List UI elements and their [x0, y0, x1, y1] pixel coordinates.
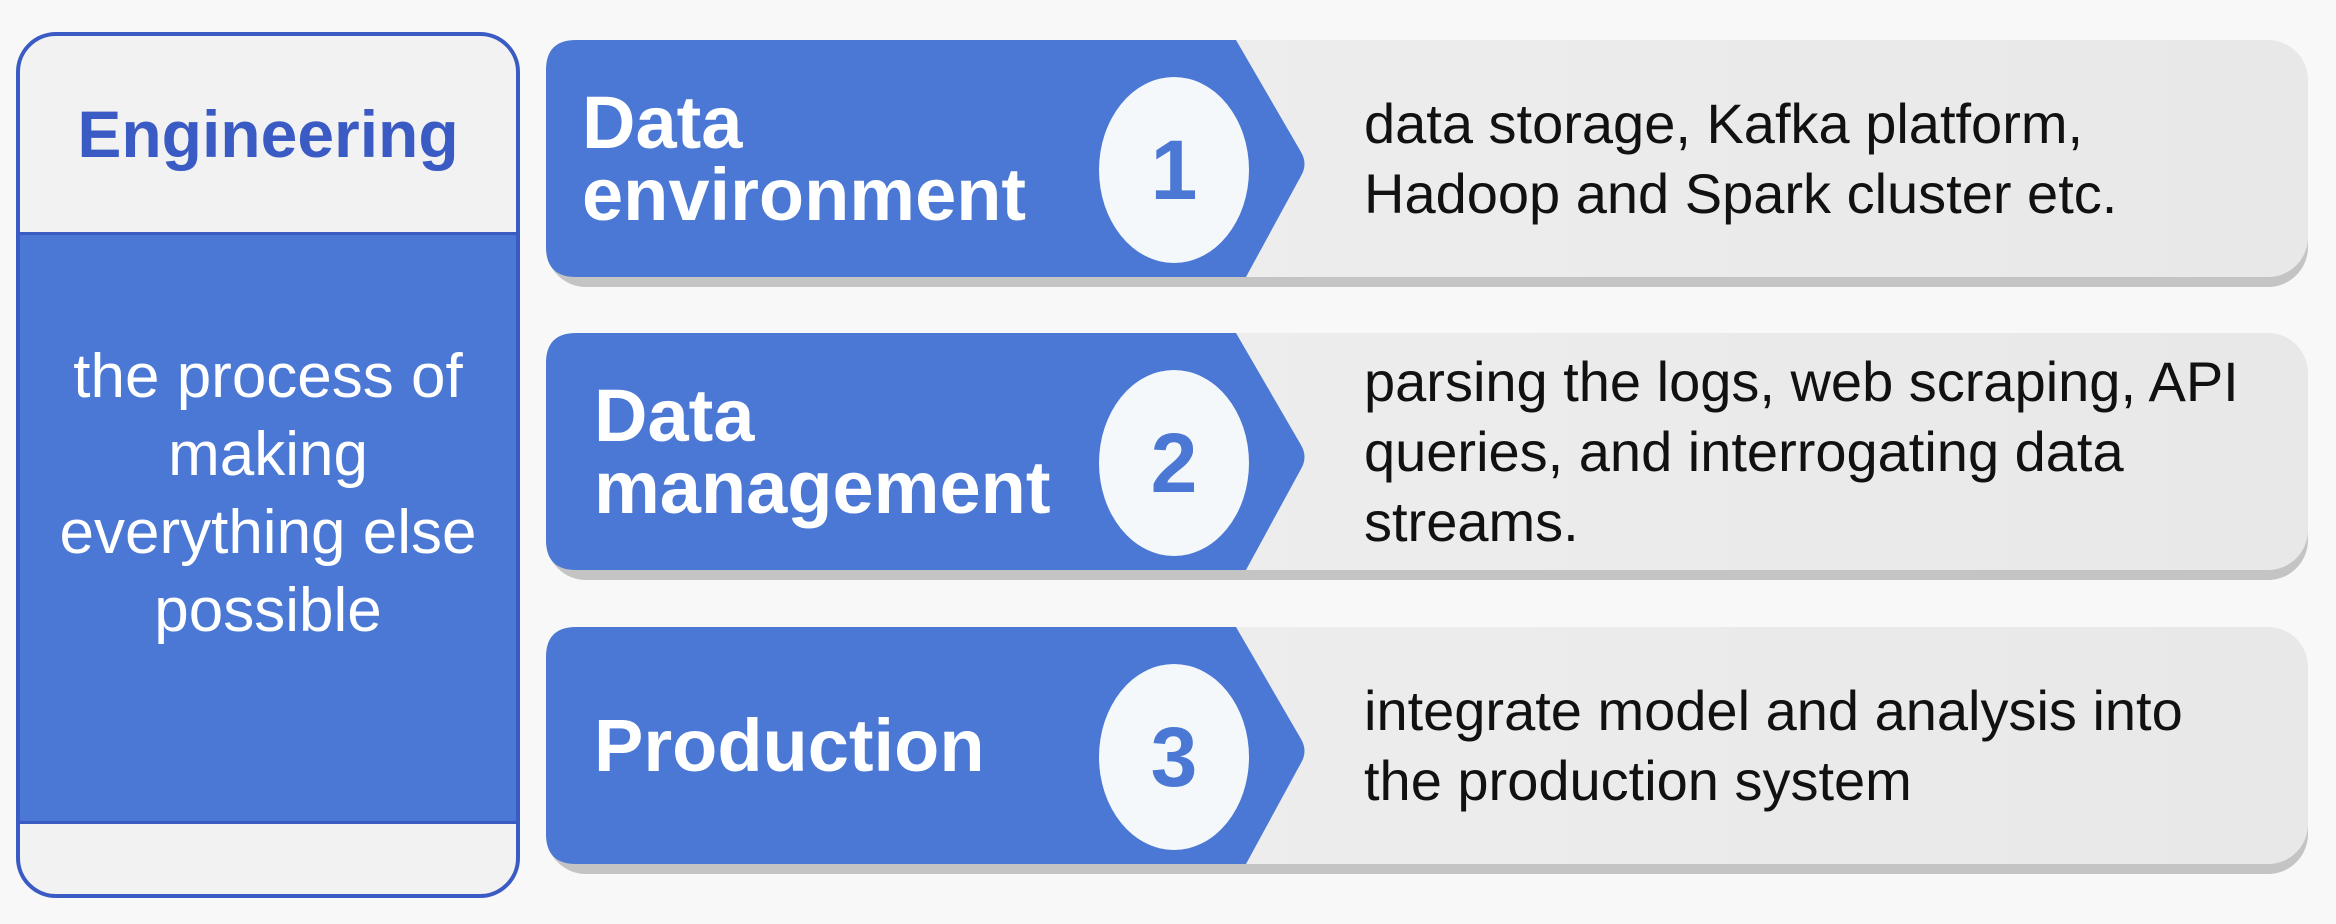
step-label: Data environment — [582, 80, 1027, 236]
step-description: integrate model and analysis into the pr… — [1364, 678, 2183, 812]
step-description: data storage, Kafka platform, Hadoop and… — [1364, 91, 2118, 225]
step-row-3: Production 3 integrate model and analysi… — [546, 627, 2308, 874]
step-label: Production — [594, 703, 985, 787]
step-number-badge: 2 — [1099, 370, 1249, 556]
engineering-card: Engineering the process of making everyt… — [16, 32, 520, 898]
step-row-2: Data management 2 parsing the logs, web … — [546, 333, 2308, 580]
step-description: parsing the logs, web scraping, API quer… — [1364, 349, 2239, 553]
engineering-description-panel: the process of making everything else po… — [20, 232, 516, 824]
engineering-description: the process of making everything else po… — [59, 342, 477, 645]
step-number-badge: 1 — [1099, 77, 1249, 263]
engineering-title: Engineering — [77, 97, 459, 171]
step-number-badge: 3 — [1099, 664, 1249, 850]
step-label: Data management — [594, 373, 1051, 529]
step-row-1: Data environment 1 data storage, Kafka p… — [546, 40, 2308, 287]
